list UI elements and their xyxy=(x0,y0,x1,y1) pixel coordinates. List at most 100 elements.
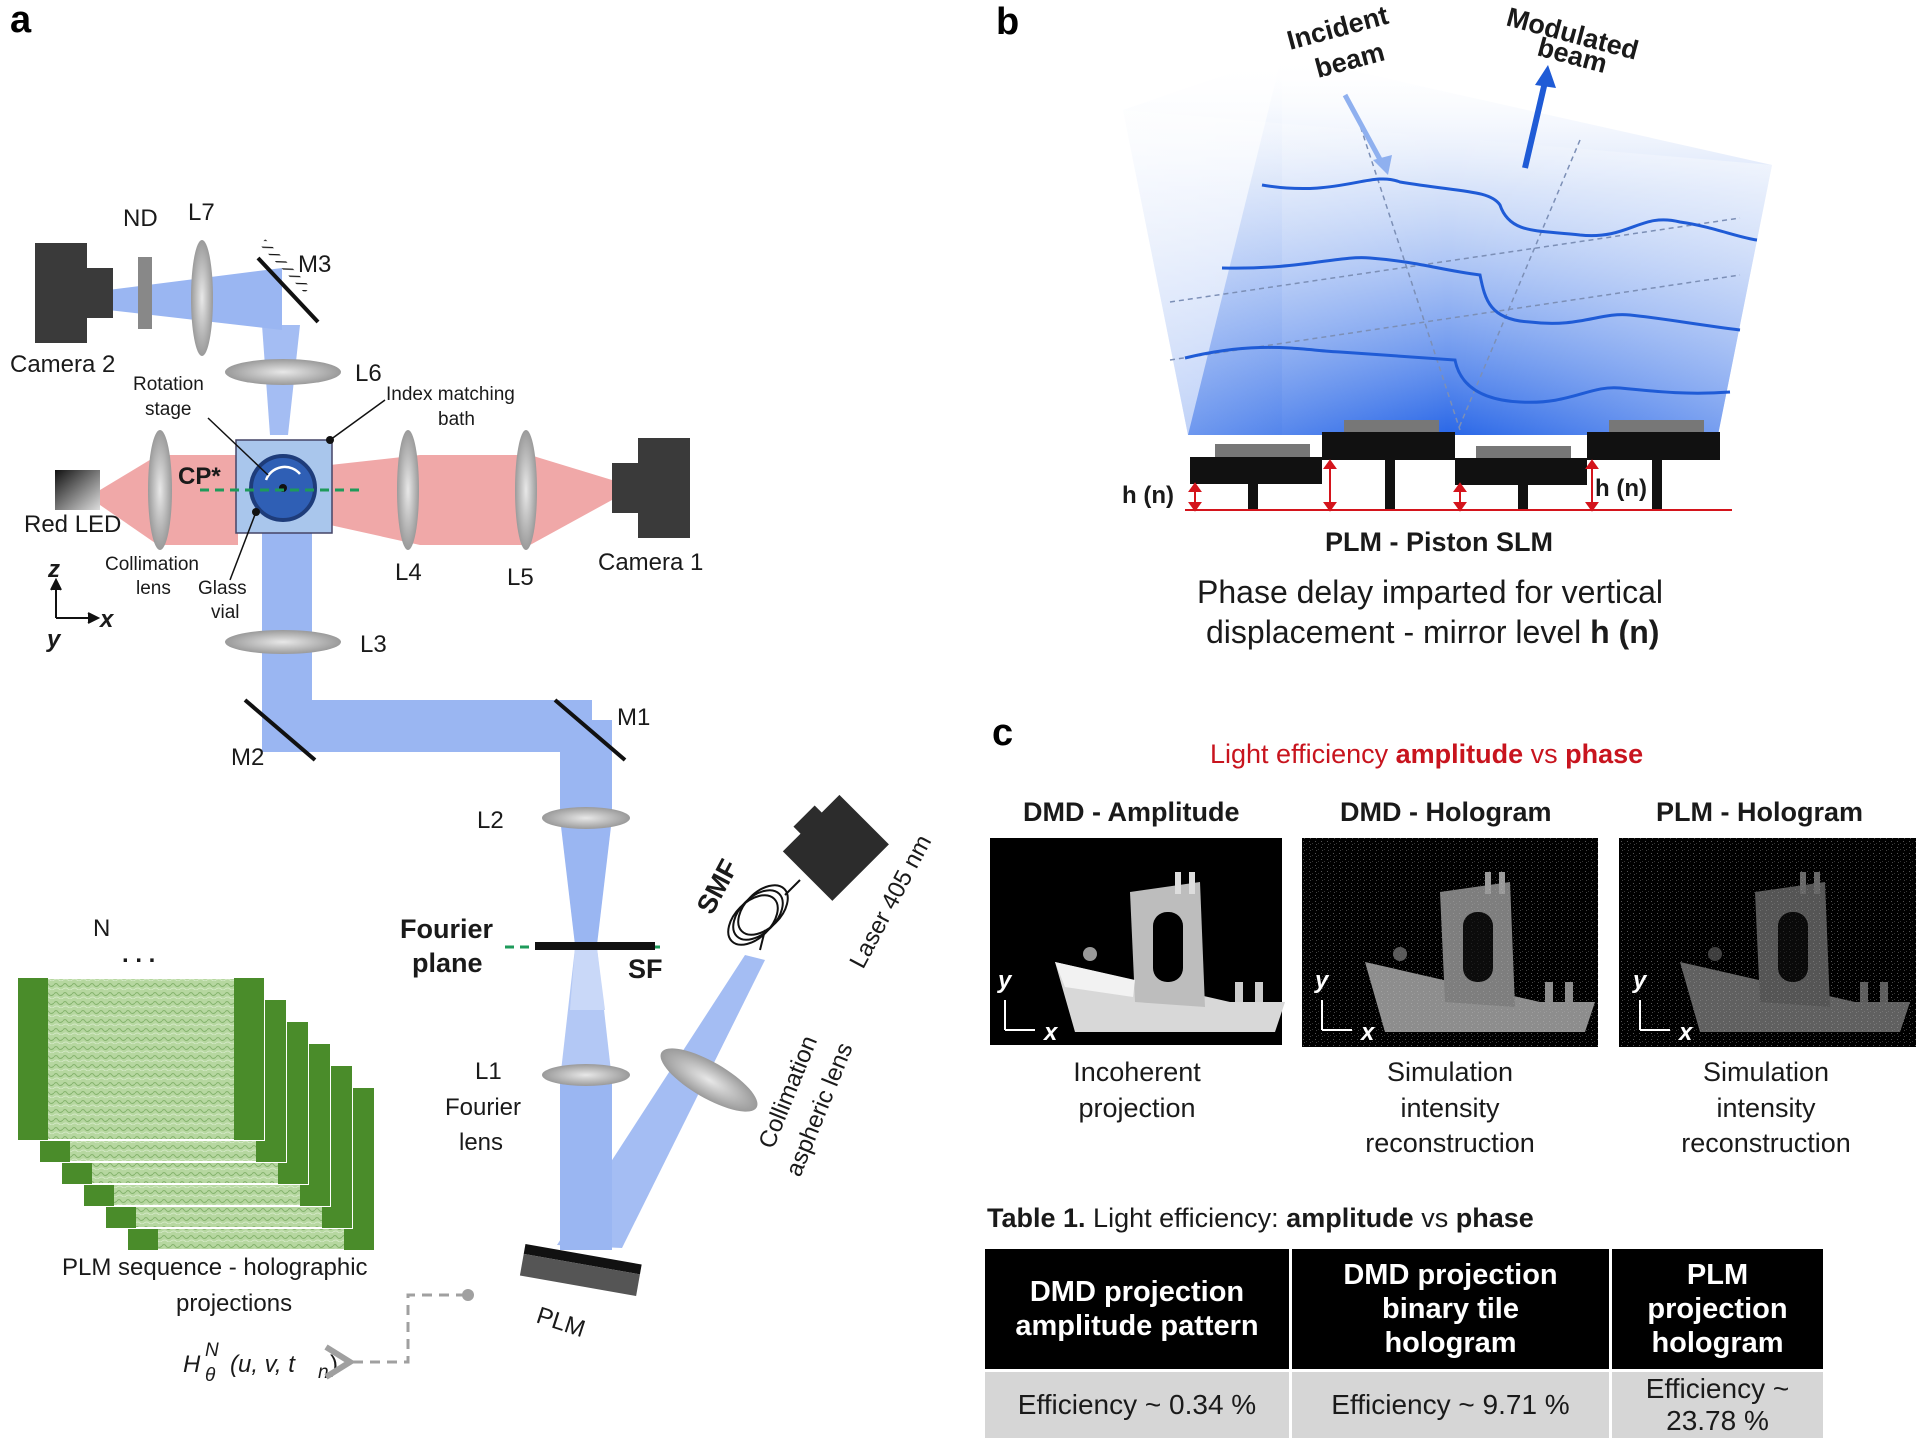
plm-hologram-stack xyxy=(18,978,374,1250)
red-led-source xyxy=(55,470,100,510)
img3-axis-x: x xyxy=(1677,1019,1694,1046)
l5-label: L5 xyxy=(507,564,534,591)
image-2-title: DMD - Hologram xyxy=(1340,797,1552,827)
l7-label: L7 xyxy=(188,199,215,226)
efficiency-dmd-amplitude: Efficiency ~ 0.34 % xyxy=(985,1371,1291,1438)
image-dmd-hologram xyxy=(1302,838,1598,1047)
img2-axis-x: x xyxy=(1359,1019,1376,1046)
l3-label: L3 xyxy=(360,631,387,658)
red-led-label: Red LED xyxy=(24,511,121,538)
collimation-lens xyxy=(148,430,172,550)
lens-l5 xyxy=(515,430,537,550)
plm-sequence-label-2: projections xyxy=(176,1290,292,1317)
axes-indicator xyxy=(51,580,98,623)
img3-caption-1: Simulation xyxy=(1703,1057,1829,1087)
plm-sequence-label-1: PLM sequence - holographic xyxy=(62,1254,368,1281)
img1-axis-y: y xyxy=(997,967,1013,994)
hologram-func-close: ) xyxy=(330,1351,338,1378)
table-caption-bold-1: amplitude xyxy=(1286,1203,1414,1233)
fourier-plane-label-1: Fourier xyxy=(400,914,494,944)
img1-axis-x: x xyxy=(1042,1019,1059,1046)
plm-piston-title: PLM - Piston SLM xyxy=(1325,527,1553,557)
nd-label: ND xyxy=(123,205,158,232)
hologram-func-sup: N xyxy=(205,1340,219,1361)
hologram-func-n: n xyxy=(318,1362,329,1383)
plm-label: PLM xyxy=(533,1302,588,1343)
efficiency-plm-hologram: Efficiency ~ 23.78 % xyxy=(1611,1371,1824,1438)
camera-2 xyxy=(35,243,113,343)
rotation-stage-label-2: stage xyxy=(145,399,191,420)
hologram-func-h: H xyxy=(183,1351,201,1378)
laser-405-source xyxy=(776,788,889,901)
collimation-lens-label-1: Collimation xyxy=(105,554,199,575)
camera-1 xyxy=(612,438,690,538)
table-caption-mid: vs xyxy=(1414,1203,1456,1233)
panel-b-caption-2: displacement - mirror level h (n) xyxy=(1206,614,1659,650)
axis-x-label: x xyxy=(98,606,115,633)
table-caption-label: Table 1. xyxy=(987,1203,1086,1233)
sf-label: SF xyxy=(628,954,663,984)
table-caption-bold-2: phase xyxy=(1456,1203,1534,1233)
panel-c-headline: Light efficiency amplitude vs phase xyxy=(1210,739,1643,769)
fourier-lens-label-1: Fourier xyxy=(445,1094,521,1121)
lens-l6 xyxy=(225,359,341,385)
plm-device xyxy=(520,1244,642,1296)
m2-label: M2 xyxy=(231,744,264,771)
m3-label: M3 xyxy=(298,251,331,278)
h-left-label: h (n) xyxy=(1122,482,1174,509)
panel-b-caption-1: Phase delay imparted for vertical xyxy=(1197,574,1663,610)
hologram-function: H N θ (u, v, t n ) xyxy=(183,1340,338,1386)
n-label: N xyxy=(93,915,110,942)
lens-l7 xyxy=(191,240,213,356)
efficiency-dmd-hologram: Efficiency ~ 9.71 % xyxy=(1291,1371,1611,1438)
table-caption-text: Light efficiency: xyxy=(1086,1203,1287,1233)
axis-z-label: z xyxy=(47,556,60,583)
nd-filter xyxy=(138,257,152,329)
camera-1-label: Camera 1 xyxy=(598,549,703,576)
img2-axis-y: y xyxy=(1314,967,1330,994)
image-plm-hologram xyxy=(1619,838,1916,1047)
rotation-stage-label-1: Rotation xyxy=(133,374,204,395)
m1-label: M1 xyxy=(617,704,650,731)
table-caption: Table 1. Light efficiency: amplitude vs … xyxy=(987,1203,1534,1234)
camera-2-label: Camera 2 xyxy=(10,351,115,378)
panel-c-letter: c xyxy=(992,712,1013,754)
img3-caption-3: reconstruction xyxy=(1681,1128,1851,1158)
panel-a-letter: a xyxy=(10,0,32,41)
index-bath-label-1: Index matching xyxy=(386,384,515,405)
h-right-label: h (n) xyxy=(1595,475,1647,502)
spatial-filter xyxy=(535,942,655,950)
l4-label: L4 xyxy=(395,559,422,586)
image-captions: Incoherent projection Simulation intensi… xyxy=(1073,1057,1851,1158)
lens-l2 xyxy=(542,807,630,829)
panel-c: c Light efficiency amplitude vs phase DM… xyxy=(990,712,1916,1158)
img1-caption-2: projection xyxy=(1078,1093,1195,1123)
fourier-plane-label-2: plane xyxy=(412,948,483,978)
glass-vial-label-2: vial xyxy=(211,602,240,623)
ellipsis-dots: . . . xyxy=(122,941,155,968)
collimation-lens-label-2: lens xyxy=(136,578,171,599)
cp-label: CP* xyxy=(178,463,221,490)
image-1-title: DMD - Amplitude xyxy=(1023,797,1239,827)
hologram-link-arrow xyxy=(350,1295,466,1362)
glass-vial-label-1: Glass xyxy=(198,578,247,599)
image-3-title: PLM - Hologram xyxy=(1656,797,1863,827)
index-bath-label-2: bath xyxy=(438,409,475,430)
fourier-lens-label-2: lens xyxy=(459,1129,503,1156)
img2-caption-1: Simulation xyxy=(1387,1057,1513,1087)
img3-caption-2: intensity xyxy=(1716,1093,1816,1123)
hologram-func-args: (u, v, t xyxy=(230,1351,296,1378)
img3-axis-y: y xyxy=(1632,967,1648,994)
table-row: Efficiency ~ 0.34 % Efficiency ~ 9.71 % … xyxy=(985,1371,1823,1438)
hologram-frame xyxy=(18,978,264,1140)
hologram-func-sub: θ xyxy=(205,1365,216,1386)
lens-l1 xyxy=(542,1064,630,1086)
image-dmd-amplitude xyxy=(990,838,1285,1045)
l1-label: L1 xyxy=(475,1058,502,1085)
axis-y-label: y xyxy=(46,626,62,653)
